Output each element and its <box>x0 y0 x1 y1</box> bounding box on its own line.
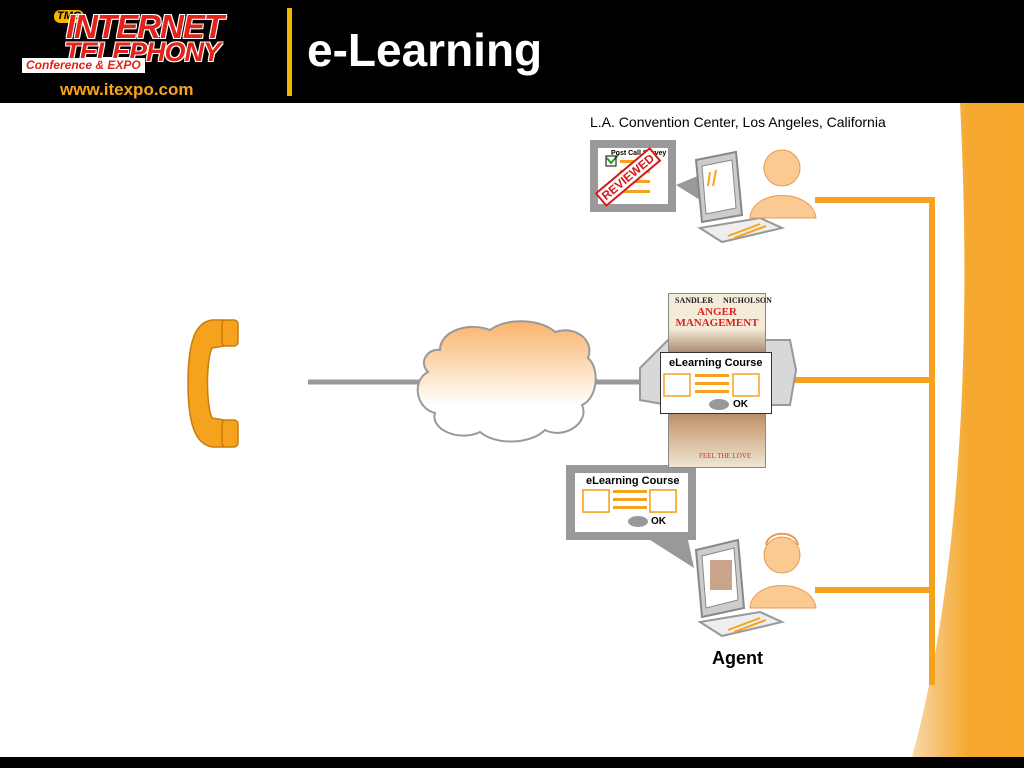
poster-tagline: FEEL THE LOVE <box>699 452 752 460</box>
poster-title-line1: ANGER <box>697 306 737 318</box>
logo-conference: Conference & EXPO <box>22 58 145 73</box>
telephone-icon <box>187 319 239 448</box>
ok-label: OK <box>733 399 748 410</box>
decorative-side-band <box>912 103 1024 757</box>
page-title: e-Learning <box>307 24 543 76</box>
footer-bar <box>0 757 1024 768</box>
agent-popup-title: eLearning Course <box>586 475 680 487</box>
logo-tmc: TMC <box>54 10 84 23</box>
poster-title-line2: MANAGEMENT <box>675 317 759 329</box>
agent-ok-label: OK <box>651 516 666 527</box>
logo-url[interactable]: www.itexpo.com <box>60 80 194 99</box>
poster-actor-1: SANDLER <box>675 296 714 305</box>
logo-internet: INTERNET <box>66 8 224 45</box>
ok-button[interactable] <box>709 399 729 410</box>
header-bar: TMC INTERNET TELEPHONY Conference & EXPO… <box>0 0 1024 103</box>
location-label: L.A. Convention Center, Los Angeles, Cal… <box>590 114 886 130</box>
poster-actor-2: NICHOLSON <box>723 296 772 305</box>
agent-ok-button[interactable] <box>628 516 648 527</box>
header-divider <box>287 8 292 96</box>
elearning-popup-server[interactable]: eLearning Course OK <box>660 352 772 414</box>
survey-title: Post Call Survey <box>611 150 667 157</box>
network-cloud-icon <box>416 320 597 443</box>
popup-title: eLearning Course <box>669 357 763 369</box>
agent-label: Agent <box>712 648 763 668</box>
